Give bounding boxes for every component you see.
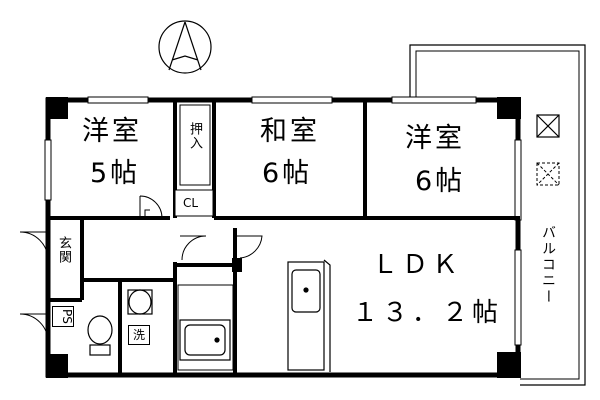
closet-oshiire-box — [179, 104, 211, 186]
kitchen-counter — [287, 259, 331, 372]
room-western-right-size: 6帖 — [415, 166, 466, 197]
ac-unit-icon — [536, 162, 560, 186]
entrance-label: 玄関 — [56, 236, 71, 264]
washer-label: 洗 — [128, 325, 150, 345]
ac-unit-icon — [536, 114, 560, 138]
north-arrow-icon — [158, 20, 212, 74]
room-western-right-name: 洋室 — [405, 123, 465, 154]
room-western-left-size: 5帖 — [90, 158, 141, 189]
balcony-area — [409, 44, 586, 386]
door-swings — [19, 195, 263, 343]
room-ldk-name: ＬＤＫ — [372, 250, 463, 280]
closet-cl-box — [174, 189, 214, 217]
toilet-icon — [87, 315, 113, 356]
room-japanese-size: 6帖 — [262, 158, 313, 189]
closet-cl-label: CL — [183, 196, 199, 210]
washbasin-icon — [127, 289, 153, 315]
closet-oshiire-label: 押入 — [187, 122, 202, 150]
room-western-left-name: 洋室 — [82, 116, 142, 147]
columns — [46, 97, 521, 378]
room-ldk-size: １３．２帖 — [352, 298, 503, 328]
balcony-label: バルコニー — [540, 225, 556, 305]
windows — [44, 96, 522, 346]
pipe-space-label: PS — [52, 306, 74, 327]
room-japanese-name: 和室 — [260, 116, 320, 147]
bathtub-icon — [179, 319, 231, 361]
bath-room-box — [177, 284, 234, 371]
